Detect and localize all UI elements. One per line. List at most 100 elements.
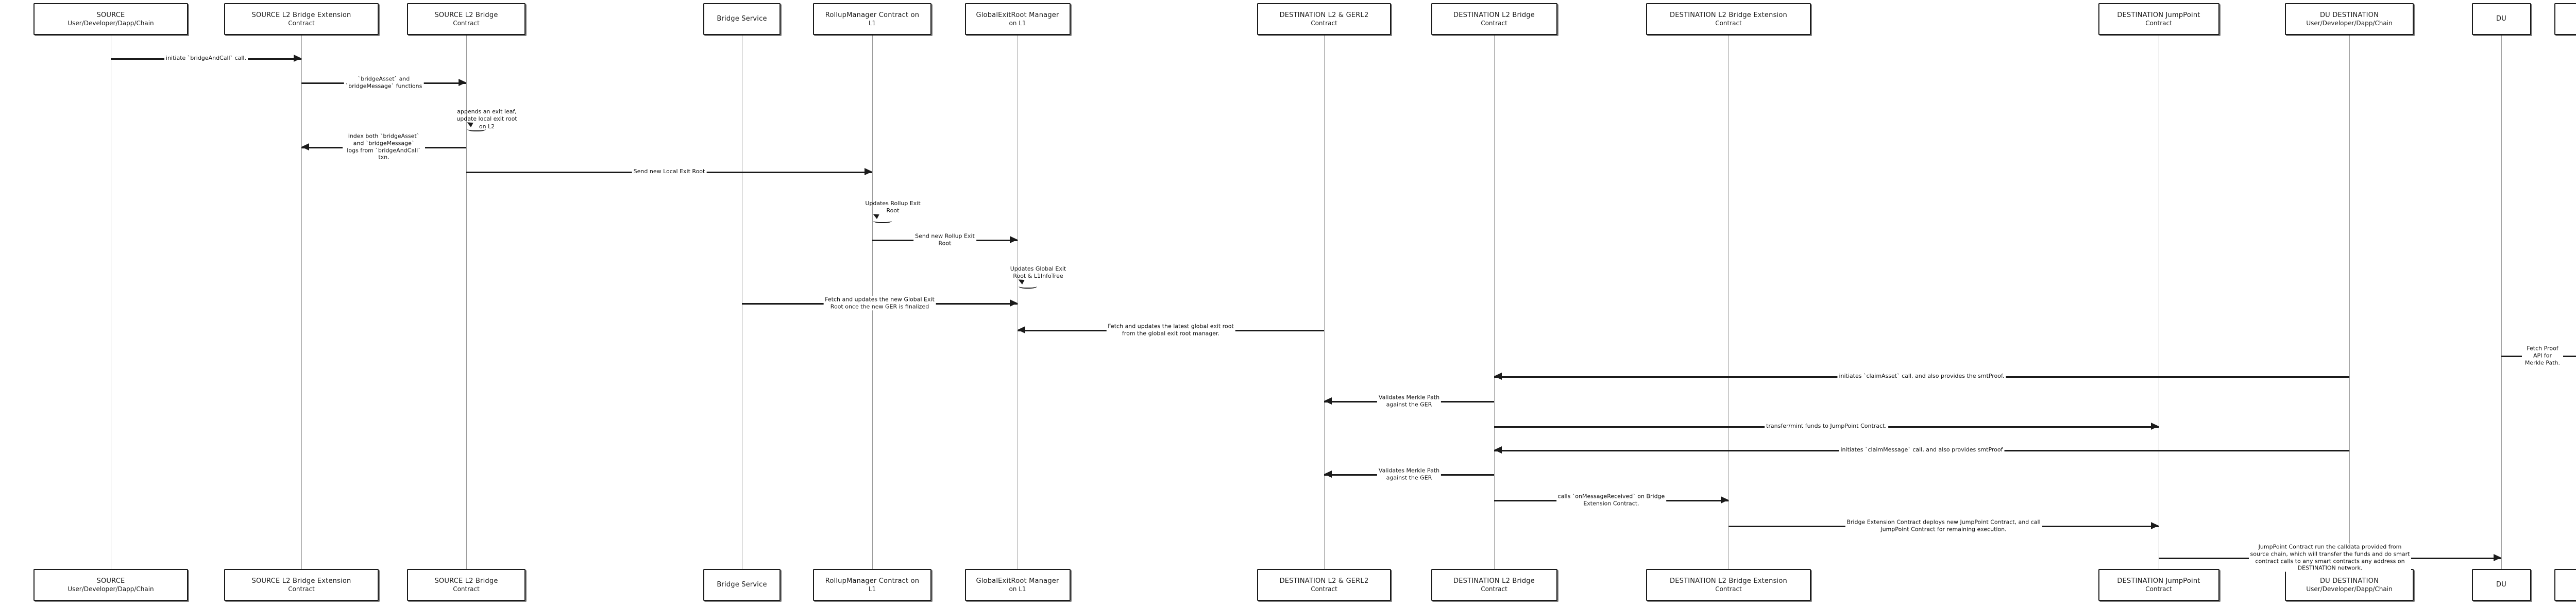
message-arrow-head-left xyxy=(301,143,309,150)
participant-name-secondary: Contract xyxy=(2145,19,2172,27)
participant-name-primary: DU xyxy=(2496,581,2506,589)
message-label: Fetch Proof API for Merkle Path. xyxy=(2522,345,2563,366)
participant-name-secondary: Contract xyxy=(288,585,315,593)
participant-name-primary: SOURCE xyxy=(96,577,125,585)
lifeline-src_ext xyxy=(301,35,302,569)
self-note-n2: Updates Rollup Exit Root xyxy=(865,200,921,214)
lifeline-dest_ger xyxy=(1324,35,1325,569)
participant-name-primary: RollupManager Contract on xyxy=(825,11,920,20)
participant-name-secondary: Contract xyxy=(1311,585,1337,593)
participant-name-primary: DESTINATION L2 Bridge Extension xyxy=(1670,11,1787,20)
lifeline-dest_bridge xyxy=(1494,35,1495,569)
participant-name-primary: GlobalExitRoot Manager xyxy=(976,11,1059,20)
participant-name-primary: RollupManager Contract on xyxy=(825,577,920,585)
message-arrow-head-right xyxy=(2151,522,2159,529)
participant-name-primary: DESTINATION JumpPoint xyxy=(2117,577,2200,585)
message-label: transfer/mint funds to JumpPoint Contrac… xyxy=(1765,423,1888,430)
participant-name-primary: DU xyxy=(2496,15,2506,23)
participant-name-primary: SOURCE L2 Bridge Extension xyxy=(251,11,351,20)
participant-name-secondary: Contract xyxy=(1481,585,1507,593)
message-label: calls `onMessageReceived` on Bridge Exte… xyxy=(1556,493,1667,507)
participant-name-primary: GlobalExitRoot Manager xyxy=(976,577,1059,585)
message-arrow-head-right xyxy=(2151,423,2159,430)
message-label: Send new Rollup Exit Root xyxy=(913,232,976,247)
self-message-arc-n3 xyxy=(1017,277,1037,289)
participant-name-secondary: User/Developer/Dapp/Chain xyxy=(67,585,154,593)
message-label: initiates `claimMessage` call, and also … xyxy=(1839,446,2005,454)
message-label: JumpPoint Contract run the calldata prov… xyxy=(2248,543,2412,572)
participant-name-secondary: L1 xyxy=(868,585,876,593)
message-arrow-head-right xyxy=(1721,496,1728,504)
participant-box-bridge_svc-top: Bridge Service xyxy=(703,3,781,35)
participant-name-secondary: Contract xyxy=(453,585,480,593)
participant-box-bc-bottom: BC xyxy=(2554,569,2576,601)
message-label: index both `bridgeAsset` and `bridgeMess… xyxy=(343,132,425,161)
message-arrow-head-left xyxy=(1018,326,1025,333)
message-label: Send new Local Exit Root xyxy=(632,168,707,175)
participant-name-secondary: Contract xyxy=(453,19,480,27)
message-arrow-head-left xyxy=(1324,397,1332,405)
message-arrow-head-right xyxy=(2494,554,2501,561)
participant-name-primary: DESTINATION L2 Bridge Extension xyxy=(1670,577,1787,585)
participant-name-primary: DESTINATION L2 Bridge xyxy=(1453,577,1535,585)
participant-name-primary: Bridge Service xyxy=(717,581,767,589)
self-note-n1: appends an exit leaf, update local exit … xyxy=(456,108,517,130)
lifeline-dest_ext xyxy=(1728,35,1729,569)
message-arrow-head-right xyxy=(1010,299,1018,307)
participant-name-primary: SOURCE L2 Bridge xyxy=(434,577,498,585)
lifeline-src_bridge xyxy=(466,35,467,569)
participant-name-primary: Bridge Service xyxy=(717,15,767,23)
message-arrow-head-left xyxy=(1494,373,1502,380)
message-label: initiates `claimAsset` call, and also pr… xyxy=(1837,373,2006,380)
message-arrow-head-right xyxy=(459,79,466,86)
participant-name-secondary: User/Developer/Dapp/Chain xyxy=(2306,585,2393,593)
participant-box-du-bottom: DU xyxy=(2471,569,2531,601)
participant-box-bc-top: BC xyxy=(2554,3,2576,35)
participant-name-primary: SOURCE L2 Bridge xyxy=(434,11,498,20)
message-arrow-head-left xyxy=(1494,446,1502,454)
participant-name-primary: DESTINATION L2 Bridge xyxy=(1453,11,1535,20)
participant-name-secondary: User/Developer/Dapp/Chain xyxy=(2306,19,2393,27)
message-label: Validates Merkle Path against the GER xyxy=(1377,467,1442,481)
participant-name-secondary: Contract xyxy=(1481,19,1507,27)
participant-name-primary: DESTINATION JumpPoint xyxy=(2117,11,2200,20)
participant-name-primary: SOURCE L2 Bridge Extension xyxy=(251,577,351,585)
participant-name-secondary: Contract xyxy=(2145,585,2172,593)
participant-name-secondary: on L1 xyxy=(1009,19,1026,27)
message-label: Bridge Extension Contract deploys new Ju… xyxy=(1845,518,2042,533)
message-arrow-head-right xyxy=(865,168,872,175)
message-label: initiate `bridgeAndCall` call. xyxy=(164,55,248,62)
participant-name-secondary: User/Developer/Dapp/Chain xyxy=(67,19,154,27)
participant-name-secondary: Contract xyxy=(1311,19,1337,27)
participant-name-primary: DU DESTINATION xyxy=(2319,11,2379,20)
lifeline-du xyxy=(2501,35,2502,569)
message-label: Fetch and updates the new Global Exit Ro… xyxy=(823,296,936,310)
message-arrow-head-left xyxy=(1324,471,1332,478)
message-label: Validates Merkle Path against the GER xyxy=(1377,394,1442,408)
participant-name-secondary: L1 xyxy=(868,19,876,27)
participant-name-secondary: Contract xyxy=(1715,585,1742,593)
message-label: Fetch and updates the latest global exit… xyxy=(1106,323,1235,337)
message-label: `bridgeAsset` and `bridgeMessage` functi… xyxy=(344,75,424,90)
participant-name-primary: DESTINATION L2 & GERL2 xyxy=(1279,577,1369,585)
message-arrow-head-right xyxy=(1010,236,1018,243)
